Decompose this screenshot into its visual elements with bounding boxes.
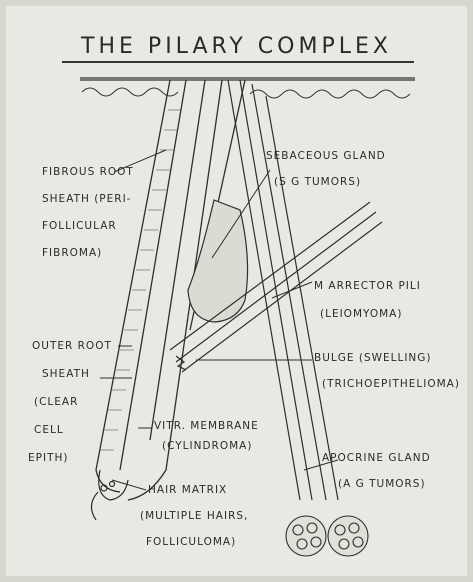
label-fibrous-root-2: SHEATH (PERI-	[42, 193, 131, 206]
label-fibrous-root-4: FIBROMA)	[42, 247, 102, 260]
label-apocrine-1: APOCRINE GLAND	[322, 452, 431, 465]
label-bulge-2: (TRICHOEPITHELIOMA)	[322, 378, 460, 391]
label-arrector-1: M ARRECTOR PILI	[314, 280, 421, 293]
label-vitr-2: (CYLINDROMA)	[162, 440, 252, 453]
label-outer-root-5: EPITH)	[28, 452, 68, 465]
label-hair-matrix-2: (MULTIPLE HAIRS,	[140, 510, 248, 523]
hair-bulb	[91, 470, 128, 520]
skin-surface	[80, 78, 415, 98]
label-hair-matrix-3: FOLLICULOMA)	[146, 536, 236, 549]
apocrine-gland-coils	[286, 516, 368, 556]
label-fibrous-root-1: FIBROUS ROOT	[42, 166, 134, 179]
label-vitr-1: VITR. MEMBRANE	[154, 420, 259, 433]
label-outer-root-1: OUTER ROOT	[32, 340, 112, 353]
label-outer-root-3: (CLEAR	[34, 396, 78, 409]
label-fibrous-root-3: FOLLICULAR	[42, 220, 117, 233]
label-apocrine-2: (A G TUMORS)	[338, 478, 426, 491]
label-outer-root-2: SHEATH	[42, 368, 90, 381]
label-sebaceous-1: SEBACEOUS GLAND	[266, 150, 386, 163]
label-sebaceous-2: (S G TUMORS)	[274, 176, 361, 189]
label-bulge-1: BULGE (SWELLING)	[314, 352, 432, 365]
label-outer-root-4: CELL	[34, 424, 64, 437]
label-arrector-2: (LEIOMYOMA)	[320, 308, 402, 321]
label-hair-matrix-1: HAIR MATRIX	[148, 484, 227, 497]
